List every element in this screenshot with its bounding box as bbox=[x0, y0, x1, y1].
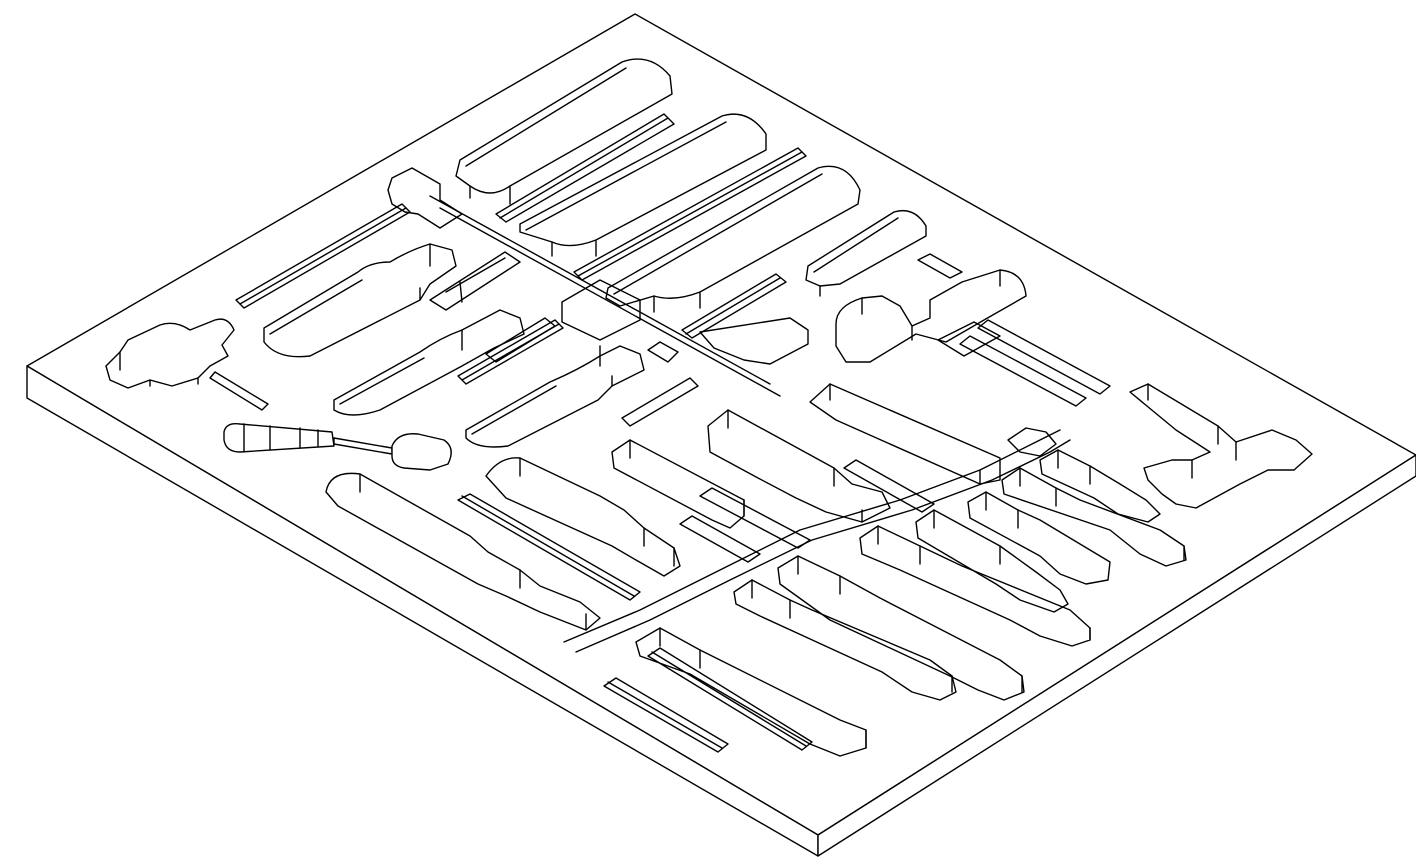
pocket-slot-d bbox=[485, 317, 556, 363]
pocket-screwdriver-g-wall bbox=[813, 217, 899, 297]
pocket-crescent-wrench-wall bbox=[1147, 383, 1237, 479]
pocket-slot-o bbox=[457, 493, 641, 601]
pocket-slot-c bbox=[457, 319, 564, 385]
pocket-screwdriver-r-wall bbox=[1019, 467, 1185, 561]
pocket-screwdriver-h bbox=[707, 409, 891, 523]
pocket-slot-m bbox=[959, 335, 1087, 407]
pocket-slot-l bbox=[977, 319, 1111, 395]
pocket-screwdriver-d bbox=[455, 58, 673, 194]
pocket-screwdriver-i-wall bbox=[629, 439, 745, 517]
pocket-slot-b bbox=[429, 251, 521, 311]
pocket-divider-gap bbox=[429, 195, 781, 397]
pocket-screwdriver-e bbox=[519, 113, 767, 247]
pocket-slot-k bbox=[937, 321, 1001, 357]
pocket-screwdriver-i bbox=[611, 439, 745, 529]
pocket-slot-p-wall bbox=[607, 681, 723, 749]
pocket-screwdriver-r bbox=[1001, 467, 1187, 567]
pocket-small-notch bbox=[647, 341, 679, 363]
pocket-slot-f-wall bbox=[499, 117, 669, 219]
pocket-crescent-wrench bbox=[1129, 383, 1313, 509]
pocket-screwdriver-q bbox=[967, 491, 1111, 585]
screwdriver-tip bbox=[391, 433, 452, 471]
pocket-rod-slot bbox=[621, 377, 699, 427]
pocket-curved-channel bbox=[563, 429, 1071, 653]
pocket-screwdriver-s bbox=[1039, 449, 1161, 523]
pocket-slot-f bbox=[495, 113, 675, 223]
pocket-screwdriver-a bbox=[263, 243, 457, 358]
pocket-key-slot bbox=[209, 371, 269, 411]
screwdriver-handle-ribs bbox=[243, 423, 319, 453]
pocket-screwdriver-o-wall bbox=[877, 525, 1091, 641]
pocket-slot-h bbox=[681, 273, 787, 339]
plate-front-right-face bbox=[817, 454, 1416, 857]
pocket-screwdriver-a-wall bbox=[269, 243, 431, 335]
pocket-screwdriver-e-wall bbox=[525, 121, 727, 257]
pocket-slot-h-wall bbox=[685, 277, 781, 335]
pocket-slot-s bbox=[699, 487, 811, 549]
pocket-hand-shape bbox=[105, 318, 235, 389]
pocket-slot-g-wall bbox=[577, 151, 803, 277]
tool-pockets bbox=[105, 58, 1313, 757]
pocket-screwdriver-m-wall bbox=[751, 579, 953, 693]
pocket-screwdriver-j-wall bbox=[519, 457, 675, 567]
pocket-slot-b-wall bbox=[445, 257, 506, 303]
pocket-screwdriver-l-wall bbox=[659, 627, 867, 749]
screwdriver-handle bbox=[223, 422, 335, 453]
pocket-screwdriver-p bbox=[915, 509, 1069, 613]
pocket-screwdriver-b bbox=[333, 309, 525, 416]
pocket-slot-e bbox=[561, 279, 641, 341]
loose-screwdriver bbox=[223, 422, 452, 471]
pocket-screwdriver-f-wall bbox=[613, 173, 823, 313]
pocket-hand-shape-wall bbox=[119, 351, 199, 387]
pocket-screwdriver-g bbox=[805, 209, 927, 287]
pocket-screwdriver-b-wall bbox=[339, 329, 463, 405]
pocket-slot-r bbox=[843, 459, 935, 513]
pocket-screwdriver-c-wall bbox=[471, 345, 613, 435]
pocket-slot-g bbox=[573, 147, 807, 281]
pocket-slot-o-wall bbox=[461, 495, 635, 597]
pocket-screwdriver-q-wall bbox=[985, 491, 1019, 529]
pocket-screwdriver-p-wall bbox=[933, 509, 1001, 565]
pocket-long-slot-left-wall bbox=[239, 207, 407, 305]
pocket-slot-j bbox=[917, 253, 963, 279]
pocket-open-wrench-wall bbox=[861, 269, 1001, 341]
pocket-corner-notch bbox=[387, 167, 463, 229]
pocket-screwdriver-k-wall bbox=[359, 473, 587, 631]
pocket-slot-q-wall bbox=[651, 651, 807, 747]
pocket-slot-p bbox=[603, 677, 729, 753]
pocket-slot-q bbox=[647, 647, 813, 751]
pocket-screwdriver-c bbox=[465, 345, 645, 448]
pocket-screwdriver-d-wall bbox=[465, 67, 627, 205]
pocket-long-slot-left bbox=[235, 203, 411, 309]
pocket-screwdriver-s-wall bbox=[1057, 449, 1091, 485]
pocket-slot-n-wall bbox=[829, 383, 981, 485]
pocket-screwdriver-k bbox=[325, 472, 601, 631]
pocket-slot-i bbox=[699, 317, 809, 365]
pocket-corner-notch-right bbox=[1007, 427, 1057, 457]
pocket-slot-t bbox=[679, 515, 761, 563]
pocket-screwdriver-n-wall bbox=[797, 555, 1023, 693]
